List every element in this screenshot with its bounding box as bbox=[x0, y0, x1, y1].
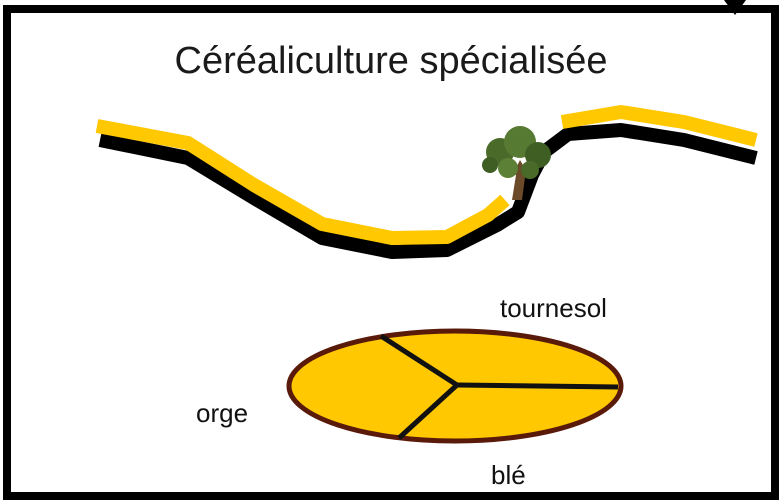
diagram-title: Céréaliculture spécialisée bbox=[0, 40, 782, 83]
divider-sunflower-wheat bbox=[457, 385, 618, 387]
tree-icon bbox=[482, 126, 551, 200]
label-wheat: blé bbox=[491, 460, 526, 491]
crop-rotation-diagram bbox=[289, 331, 621, 441]
label-sunflower: tournesol bbox=[500, 293, 607, 324]
label-barley: orge bbox=[196, 398, 248, 429]
